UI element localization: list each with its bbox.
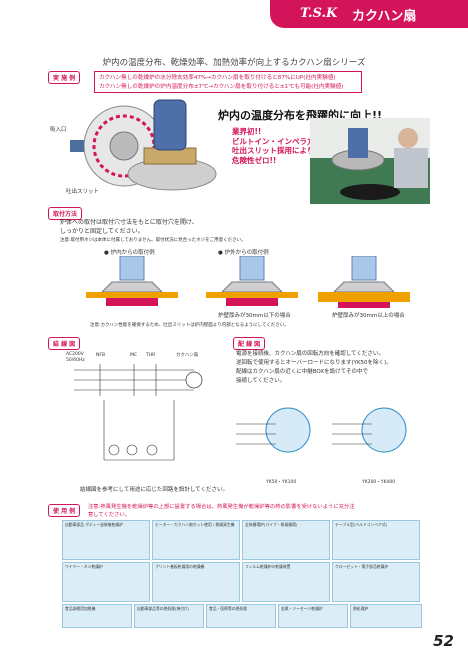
catch-points: 業界初!! ビルトイン・インペラ方式 吐出スリット採用により 危険性ゼロ!! — [232, 127, 322, 165]
label-nfb: NFB — [96, 353, 106, 358]
lamp-fault — [126, 444, 138, 456]
usage-cell: 金属・ソーセージ乾燥炉 — [278, 604, 348, 628]
mount-line-2: しっかりと固定してください。 — [60, 228, 144, 235]
case-inside-label: ● 炉内からの取付例 — [104, 250, 155, 256]
fan-hub — [109, 131, 139, 161]
mount-caution: 注意:カクハン性能を確保するため、吐出スリットは炉内壁面より内部となるようにして… — [90, 323, 289, 328]
label-thr: THR — [146, 353, 156, 358]
lamp-run — [146, 444, 158, 456]
label-fan: カクハン扇 — [176, 353, 199, 358]
catch-line-3: 吐出スリット採用により — [232, 146, 315, 155]
usage-cell: テーブル型(ベルトコンベア式) — [332, 520, 420, 560]
layout-diagram-b — [332, 407, 407, 453]
usage-cell: 食品・医療等の熱処理 — [206, 604, 276, 628]
usage-cell: 食品調理用加熱機 — [62, 604, 132, 628]
usage-cell: 自動車部品等の熱処理(焼付け) — [134, 604, 204, 628]
subtitle: 炉内の温度分布、乾燥効率、加熱効率が向上するカクハン扇シリーズ — [102, 58, 366, 68]
motor-symbol — [185, 371, 203, 389]
label-mc: MC — [130, 353, 138, 358]
section-tag-example: 実 施 例 — [48, 71, 81, 84]
example-line-2: カクハン無しの乾燥炉の炉内温度分布±7℃→カクハン扇を取り付けると±1℃も可能(… — [99, 83, 344, 90]
usage-note: 注意:熱風発生機を乾燥炉等の上部に設置する場合は、熱風発生機が乾燥炉等の熱の影響… — [88, 504, 355, 518]
catch-line-4: 危険性ゼロ!! — [232, 155, 277, 165]
layout-diagrams — [236, 407, 407, 453]
photo-hole — [340, 184, 400, 200]
mount-diagram-inside — [86, 256, 178, 306]
mount-diagram-outside-thick — [318, 256, 410, 308]
photo-worker-head — [398, 128, 418, 148]
example-line-1: カクハン無しの乾燥炉の水分除去効率47%→カクハン扇を取り付けると87%にUP(… — [99, 75, 336, 81]
example-result-box: カクハン無しの乾燥炉の水分除去効率47%→カクハン扇を取り付けると87%にUP(… — [94, 71, 362, 93]
label-outlet: 吐出スリット — [66, 189, 100, 195]
usage-cell: クローゼット・電子部品乾燥炉 — [332, 562, 420, 602]
section-tag-mount: 取付方法 — [48, 207, 83, 220]
installation-photo — [310, 118, 430, 204]
header-bar — [270, 0, 468, 28]
wiring-caption: 結線図を参考にして用途に応じた回路を設計してください。 — [80, 487, 229, 493]
usage-cell: 熱処理炉 — [350, 604, 422, 628]
usage-cell: プリント基板乾燥用の乾燥機 — [152, 562, 240, 602]
layout-text: 電源を接続後、カクハン扇の回転方向を確認してください。 逆回転で使用するとオーバ… — [236, 351, 392, 384]
mount-diagrams — [86, 256, 410, 308]
page-title: カクハン扇 — [352, 9, 417, 24]
usage-cell: 自動車部品 ボディー塗装後乾燥炉 — [62, 520, 150, 560]
mount-line-1: 炉体への取付は取付穴寸法をもとに取付穴を開け、 — [60, 219, 198, 226]
usage-cell: ヒーター・カクハン扇セット使用 / 熱風発生機 — [152, 520, 240, 560]
caption-thin-wall: 炉壁厚みが30mm以下の場合 — [218, 313, 291, 319]
model-a-label: YK50・YK100 — [266, 480, 297, 485]
photo-fan-motor — [348, 128, 368, 158]
usage-cell: 全体循環炉(パイプ・熱風循環) — [242, 520, 330, 560]
mount-note: 注意:取付用ネジは本体に付属しておりません。取付状況に見合ったネジをご用意くださ… — [60, 238, 246, 243]
usage-cell: フィルム乾燥炉の乾燥装置 — [242, 562, 330, 602]
fan-product-illustration — [70, 99, 217, 191]
brand-logo: T.S.K — [300, 6, 338, 21]
model-b-label: YK200・YK400 — [362, 480, 396, 485]
section-tag-layout: 配 線 図 — [233, 337, 266, 350]
section-tag-wiring: 結 線 図 — [48, 337, 81, 350]
usage-cell: ワイヤー・ネジ乾燥炉 — [62, 562, 150, 602]
photo-worker-body — [394, 148, 428, 188]
catch-line-1: 業界初!! — [232, 127, 262, 136]
mount-diagram-outside-thin — [206, 256, 298, 306]
case-outside-label: ● 炉外からの取付例 — [218, 250, 269, 256]
layout-diagram-a — [236, 407, 311, 453]
caption-thick-wall: 炉壁厚みが30mm以上の場合 — [332, 313, 405, 319]
usage-grid: 自動車部品 ボディー塗装後乾燥炉 ヒーター・カクハン扇セット使用 / 熱風発生機… — [62, 520, 422, 628]
fan-motor — [153, 99, 187, 151]
wiring-diagram — [74, 364, 203, 461]
page-number: 52 — [433, 632, 454, 650]
label-inlet: 吸入口 — [50, 127, 67, 133]
catch-line-2: ビルトイン・インペラ方式 — [232, 136, 322, 146]
section-tag-usage: 使 用 例 — [48, 504, 81, 517]
lamp-power — [108, 444, 120, 456]
fan-inlet-pipe — [70, 140, 84, 152]
